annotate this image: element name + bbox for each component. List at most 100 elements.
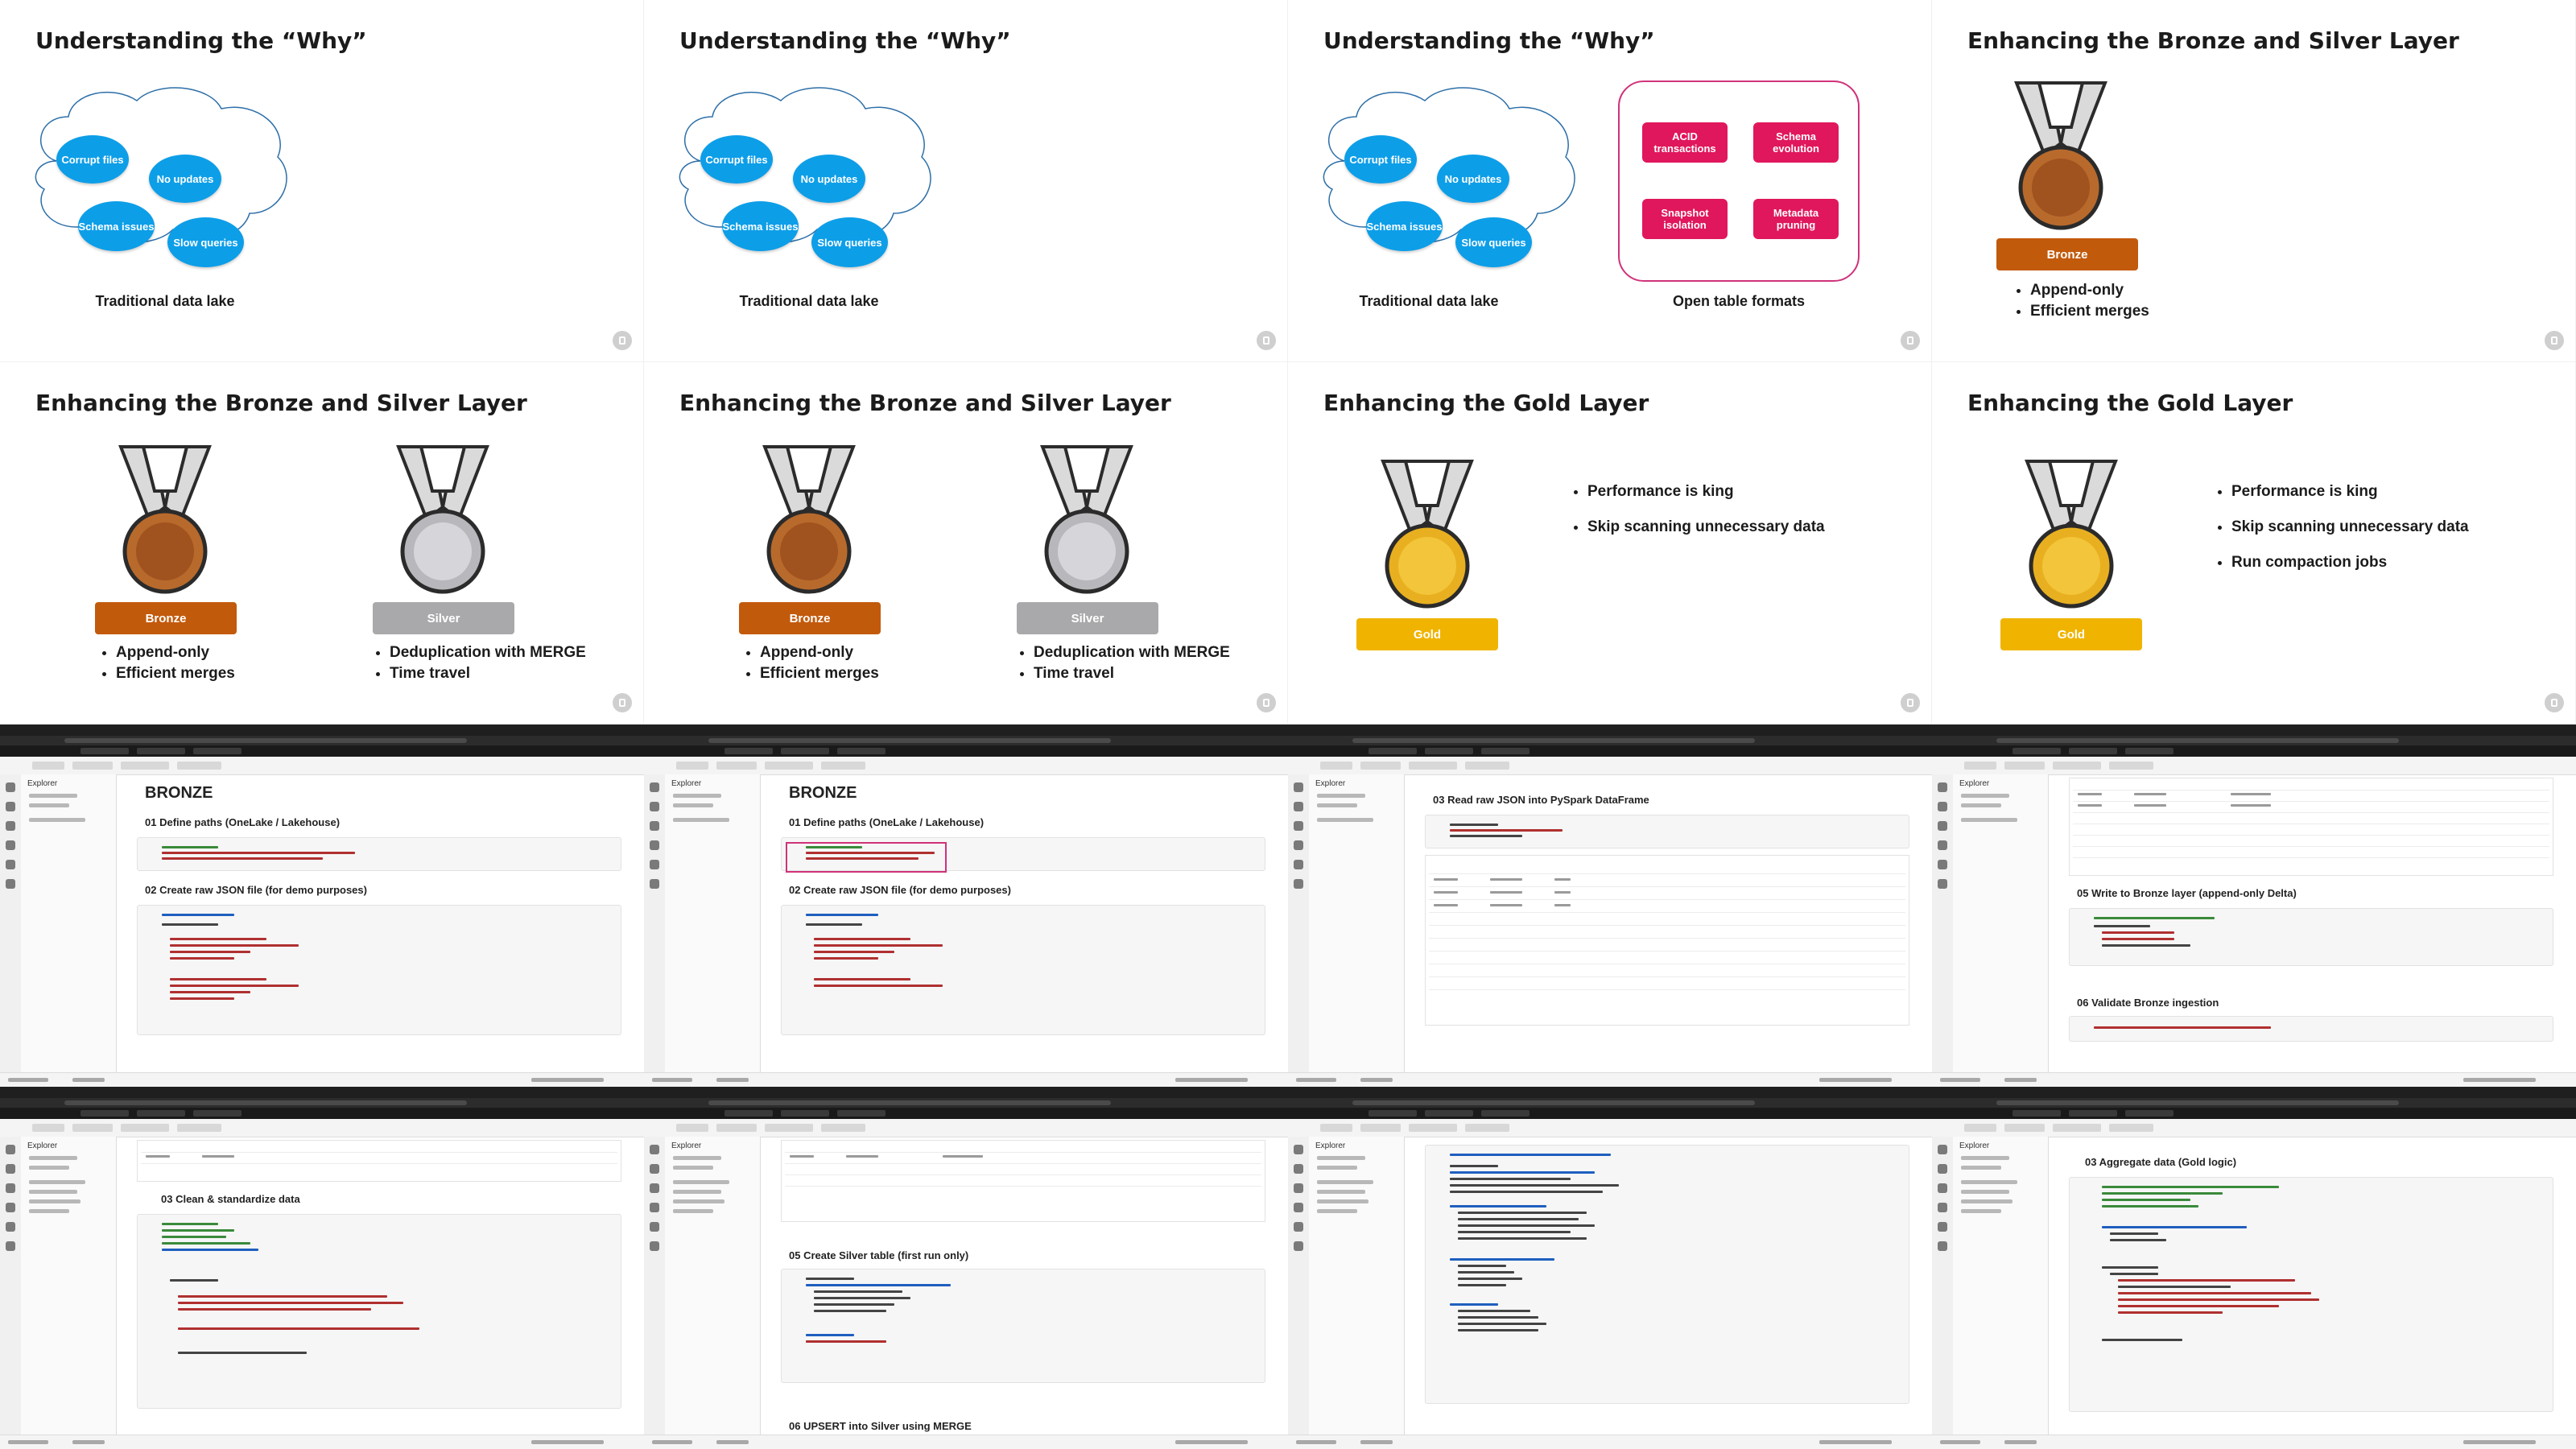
url-bar[interactable] <box>644 1098 1288 1108</box>
tab[interactable] <box>2125 748 2174 754</box>
highlight-box <box>786 842 947 873</box>
window-titlebar <box>644 1087 1288 1098</box>
share-icon[interactable] <box>2545 331 2564 350</box>
window-titlebar <box>1932 724 2576 736</box>
tab[interactable] <box>724 748 773 754</box>
code-cell[interactable] <box>2069 1016 2553 1042</box>
tab[interactable] <box>193 748 242 754</box>
explorer-pane: Explorer <box>1953 774 2049 1072</box>
explorer-title: Explorer <box>27 779 58 788</box>
share-icon[interactable] <box>1257 693 1276 712</box>
medal-icon <box>1381 460 1474 609</box>
code-cell[interactable] <box>2069 1177 2553 1412</box>
tab[interactable] <box>2069 1110 2117 1117</box>
cell-heading: 02 Create raw JSON file (for demo purpos… <box>789 884 1011 896</box>
share-icon[interactable] <box>1901 331 1920 350</box>
url-bar[interactable] <box>1288 1098 1932 1108</box>
window-titlebar <box>644 724 1288 736</box>
code-cell[interactable] <box>137 905 621 1035</box>
url-bar[interactable] <box>0 1098 644 1108</box>
notebook-editor: 05 Create Silver table (first run only) … <box>765 1137 1280 1435</box>
tab[interactable] <box>193 1110 242 1117</box>
tab[interactable] <box>137 748 185 754</box>
tab[interactable] <box>1425 1110 1473 1117</box>
notebook-screenshot-gold-aggregate: Explorer 03 Aggregate data (Gold logic) <box>1932 1087 2576 1449</box>
cloud-outline-icon <box>1323 87 1575 244</box>
tab[interactable] <box>837 1110 886 1117</box>
app-tab-bar <box>0 745 644 757</box>
tab[interactable] <box>1481 748 1530 754</box>
tab[interactable] <box>781 1110 829 1117</box>
bubble-no-updates: No updates <box>793 155 865 203</box>
bronze-label: Bronze <box>739 602 881 634</box>
tab[interactable] <box>1481 1110 1530 1117</box>
tab[interactable] <box>837 748 886 754</box>
code-cell[interactable] <box>1425 815 1909 848</box>
tab[interactable] <box>2125 1110 2174 1117</box>
share-icon[interactable] <box>1901 693 1920 712</box>
bullet-item: Efficient merges <box>2030 303 2149 320</box>
url-bar[interactable] <box>0 736 644 745</box>
bubble-no-updates: No updates <box>1437 155 1509 203</box>
code-cell[interactable] <box>1425 1145 1909 1404</box>
left-rail <box>1288 774 1310 1072</box>
cell-heading: 01 Define paths (OneLake / Lakehouse) <box>789 816 985 828</box>
code-cell[interactable] <box>137 837 621 871</box>
explorer-pane: Explorer <box>665 774 761 1072</box>
url-bar[interactable] <box>644 736 1288 745</box>
code-cell[interactable] <box>781 1269 1265 1383</box>
explorer-title: Explorer <box>671 779 702 788</box>
tab[interactable] <box>724 1110 773 1117</box>
bubble-corrupt-files: Corrupt files <box>1344 135 1417 184</box>
tab[interactable] <box>80 748 129 754</box>
share-icon[interactable] <box>613 331 632 350</box>
status-bar <box>1288 1435 1932 1449</box>
url-bar[interactable] <box>1932 736 2576 745</box>
cell-heading: 02 Create raw JSON file (for demo purpos… <box>145 884 367 896</box>
app-tab-bar <box>0 1108 644 1119</box>
otf-caption: Open table formats <box>1672 293 1806 309</box>
cell-heading: 05 Create Silver table (first run only) <box>789 1249 969 1261</box>
app-tab-bar <box>1932 745 2576 757</box>
tab[interactable] <box>2013 1110 2061 1117</box>
notebook-screenshot-silver-clean: Explorer 03 Clean & standardize data <box>0 1087 644 1449</box>
url-bar[interactable] <box>1932 1098 2576 1108</box>
medal-icon <box>118 445 212 594</box>
medal-icon <box>2025 460 2118 609</box>
tab[interactable] <box>2069 748 2117 754</box>
share-icon[interactable] <box>2545 693 2564 712</box>
bubble-corrupt-files: Corrupt files <box>700 135 773 184</box>
code-cell[interactable] <box>137 1214 621 1409</box>
slide-why-1: Understanding the “Why” Corrupt files No… <box>0 0 644 362</box>
url-bar[interactable] <box>1288 736 1932 745</box>
bullet-item: Performance is king <box>1587 483 1825 501</box>
silver-label: Silver <box>1017 602 1158 634</box>
bullet-list: Append-only Efficient merges <box>2013 282 2149 324</box>
cloud-outline-icon <box>35 87 287 244</box>
notebook-ribbon <box>1288 1119 1932 1137</box>
share-icon[interactable] <box>1257 331 1276 350</box>
notebook-ribbon <box>1932 757 2576 775</box>
notebook-editor: 03 Read raw JSON into PySpark DataFrame <box>1409 774 1924 1072</box>
tab[interactable] <box>2013 748 2061 754</box>
tab[interactable] <box>1368 1110 1417 1117</box>
tab[interactable] <box>1425 748 1473 754</box>
cloud-outline-icon <box>679 87 931 244</box>
share-icon[interactable] <box>613 693 632 712</box>
notebook-ribbon <box>1932 1119 2576 1137</box>
status-bar <box>1932 1072 2576 1087</box>
slide-title: Understanding the “Why” <box>1323 27 1655 54</box>
code-cell[interactable] <box>781 905 1265 1035</box>
tab[interactable] <box>80 1110 129 1117</box>
tab[interactable] <box>781 748 829 754</box>
notebook-editor: 05 Write to Bronze layer (append-only De… <box>2053 774 2568 1072</box>
tab[interactable] <box>137 1110 185 1117</box>
code-cell[interactable] <box>2069 908 2553 966</box>
notebook-ribbon <box>644 757 1288 775</box>
result-table <box>1425 855 1909 1026</box>
tab[interactable] <box>1368 748 1417 754</box>
section-heading: BRONZE <box>145 784 213 802</box>
slide-bronze-silver-2: Enhancing the Bronze and Silver Layer Br… <box>644 362 1288 724</box>
notebook-ribbon <box>644 1119 1288 1137</box>
bullet-item: Append-only <box>116 644 235 662</box>
